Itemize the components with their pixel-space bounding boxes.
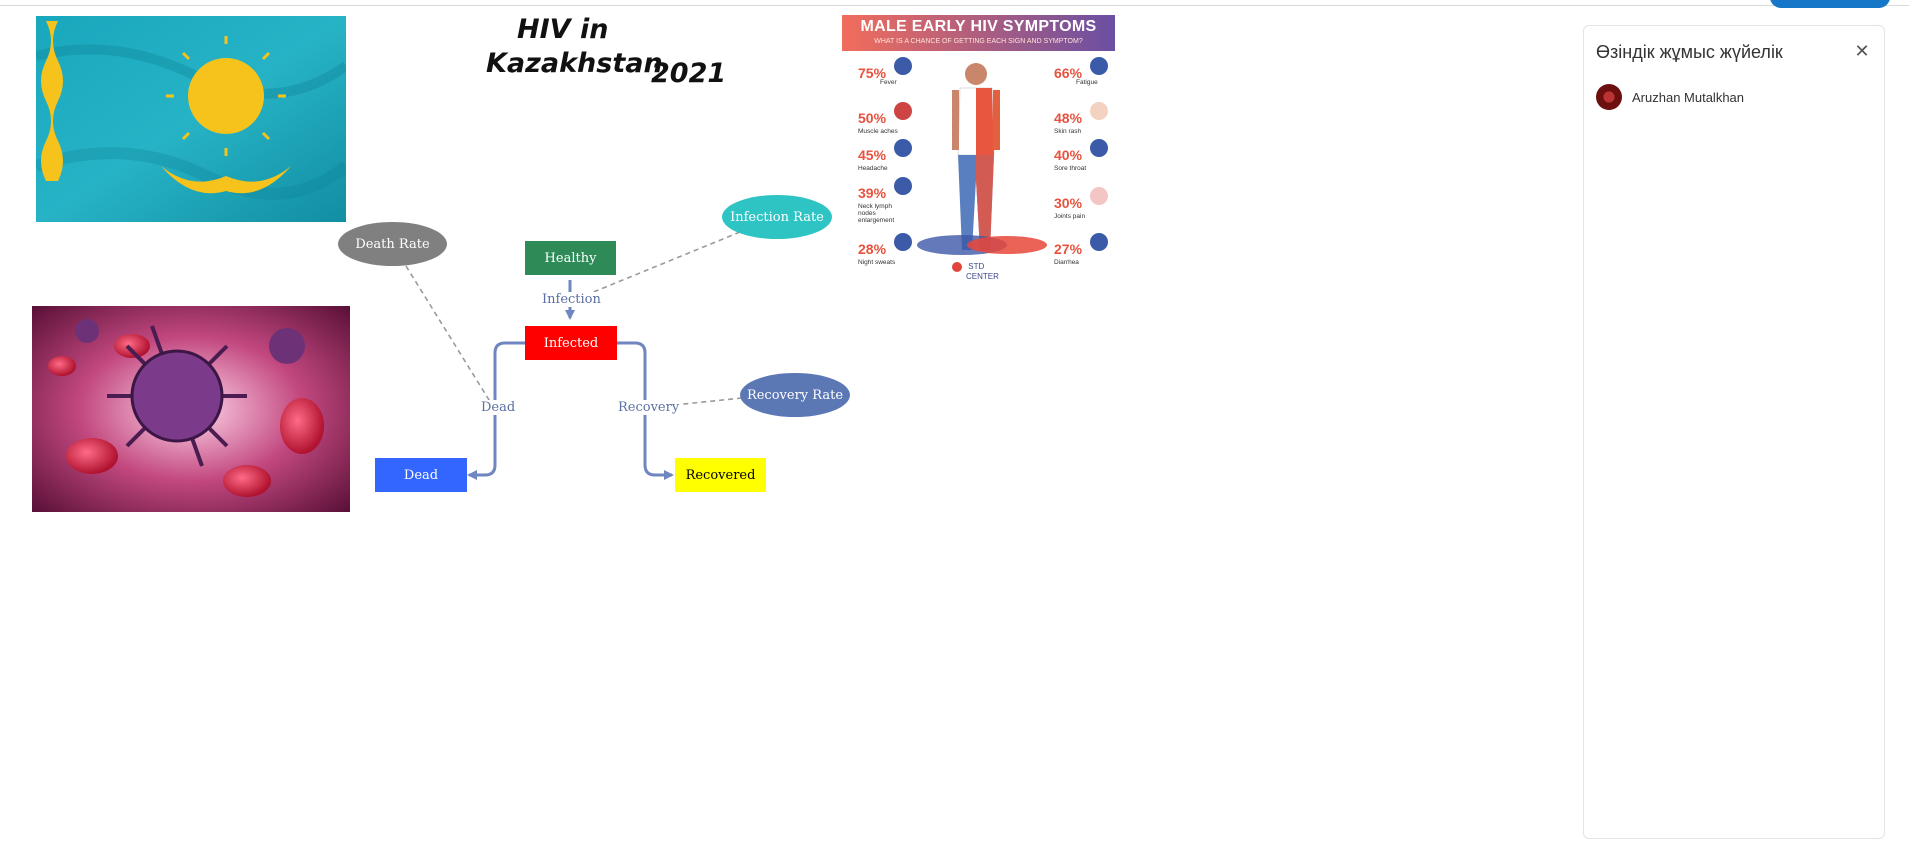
dead-stock[interactable]: Dead [375, 458, 467, 492]
fever-icon [894, 57, 912, 75]
users-panel: Өзіндік жұмыс жүйелік ✕ Aruzhan Mutalkha… [1583, 25, 1885, 839]
title-kazakhstan: Kazakhstan [486, 48, 663, 79]
infected-stock[interactable]: Infected [525, 326, 617, 360]
diagram-canvas: HIV in Kazakhstan 2021 Infection Dead Re… [32, 14, 1115, 512]
infection-rate-parameter[interactable]: Infection Rate [722, 195, 832, 239]
stat-headache: 45%Headache [858, 139, 918, 179]
death-rate-parameter[interactable]: Death Rate [338, 222, 447, 266]
stat-muscle-aches: 50%Muscle aches [858, 102, 918, 142]
close-icon[interactable]: ✕ [1854, 41, 1870, 61]
stat-night-sweats: 28%Night sweats [858, 233, 918, 273]
dead-edge-label: Dead [480, 400, 517, 415]
top-divider [0, 5, 1909, 6]
std-center-logo: STD CENTER [952, 262, 999, 281]
user-list-item[interactable]: Aruzhan Mutalkhan [1596, 82, 1744, 112]
recovered-stock[interactable]: Recovered [675, 458, 766, 492]
stat-fever: 75%Fever [858, 57, 918, 97]
neck-icon [894, 177, 912, 195]
stat-neck-lymph: 39%Neck lymph nodes enlargement [858, 177, 928, 224]
user-avatar [1596, 84, 1622, 110]
hand-icon [1090, 102, 1108, 120]
title-year: 2021 [651, 58, 727, 89]
infection-edge-label: Infection [541, 292, 602, 307]
virus-image[interactable] [32, 306, 350, 512]
std-logo-icon [952, 262, 962, 272]
joint-icon [1090, 187, 1108, 205]
headache-icon [894, 139, 912, 157]
hiv-symptoms-poster[interactable]: MALE EARLY HIV SYMPTOMS WHAT IS A CHANCE… [842, 15, 1115, 283]
poster-header: MALE EARLY HIV SYMPTOMS WHAT IS A CHANCE… [842, 15, 1115, 51]
throat-icon [1090, 139, 1108, 157]
panel-title: Өзіндік жұмыс жүйелік [1596, 42, 1783, 62]
infection-rate-link [573, 231, 741, 301]
stat-fatigue: 66%Fatigue [1054, 57, 1114, 97]
sweat-icon [894, 233, 912, 251]
connector-layer [405, 231, 743, 480]
man-figure-illustration [952, 63, 1000, 250]
stat-joints-pain: 30%Joints pain [1054, 187, 1114, 227]
poster-title: MALE EARLY HIV SYMPTOMS [860, 18, 1097, 35]
share-button[interactable] [1770, 0, 1890, 8]
fatigue-icon [1090, 57, 1108, 75]
stat-sore-throat: 40%Sore throat [1054, 139, 1114, 179]
death-rate-link [405, 265, 495, 409]
title-hiv-in: HIV in [517, 14, 609, 45]
healthy-stock[interactable]: Healthy [525, 241, 616, 275]
user-name: Aruzhan Mutalkhan [1632, 89, 1745, 105]
kazakhstan-flag-image[interactable] [36, 16, 346, 222]
splash-shape [917, 235, 1047, 255]
stat-diarrhea: 27%Diarrhea [1054, 233, 1114, 273]
poster-subtitle: WHAT IS A CHANCE OF GETTING EACH SIGN AN… [874, 38, 1083, 45]
recovery-edge-label: Recovery [617, 400, 681, 415]
recovery-rate-parameter[interactable]: Recovery Rate [740, 373, 850, 417]
stat-skin-rash: 48%Skin rash [1054, 102, 1114, 142]
muscle-icon [894, 102, 912, 120]
stomach-icon [1090, 233, 1108, 251]
